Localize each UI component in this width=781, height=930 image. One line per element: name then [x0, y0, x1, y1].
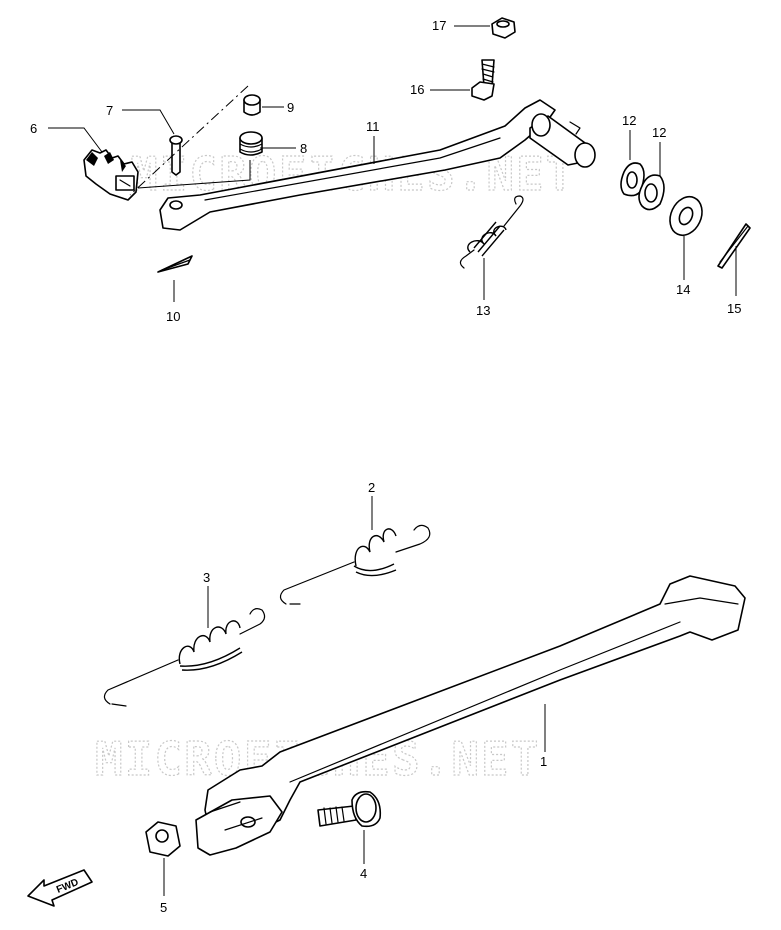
clevis-pin — [169, 135, 183, 176]
bushing — [239, 131, 263, 156]
pivot-bolt — [317, 790, 382, 828]
washer-12b — [638, 174, 665, 211]
side-stand — [195, 575, 746, 856]
leader-8-pin — [137, 160, 251, 189]
callout-4: 4 — [360, 866, 367, 881]
collar — [243, 94, 261, 116]
callout-1: 1 — [540, 754, 547, 769]
pedal-tip — [83, 149, 139, 201]
callout-3: 3 — [203, 570, 210, 585]
leader-7 — [122, 109, 175, 135]
callout-16: 16 — [410, 82, 424, 97]
callout-12a: 12 — [622, 113, 636, 128]
cotter-pin-large — [717, 223, 751, 269]
callout-8: 8 — [300, 141, 307, 156]
callout-11: 11 — [366, 119, 380, 134]
return-spring — [459, 195, 524, 269]
brake-pedal-arm — [159, 99, 596, 231]
callout-17: 17 — [432, 18, 446, 33]
nut-top — [491, 17, 516, 39]
callout-14: 14 — [676, 282, 690, 297]
callout-13: 13 — [476, 303, 490, 318]
stand-nut — [145, 821, 181, 857]
callout-12b: 12 — [652, 125, 666, 140]
stand-spring-inner — [103, 608, 266, 707]
callout-5: 5 — [160, 900, 167, 915]
forward-direction-arrow: FWD — [27, 869, 93, 907]
callout-9: 9 — [287, 100, 294, 115]
callout-6: 6 — [30, 121, 37, 136]
cotter-pin-small — [157, 255, 193, 273]
washer-14 — [669, 195, 703, 237]
callout-15: 15 — [727, 301, 741, 316]
assembly-line — [129, 85, 249, 196]
leader-6 — [48, 127, 103, 153]
callout-2: 2 — [368, 480, 375, 495]
callout-10: 10 — [166, 309, 180, 324]
callout-7: 7 — [106, 103, 113, 118]
bolt — [471, 59, 495, 101]
stand-spring-outer — [279, 524, 431, 605]
